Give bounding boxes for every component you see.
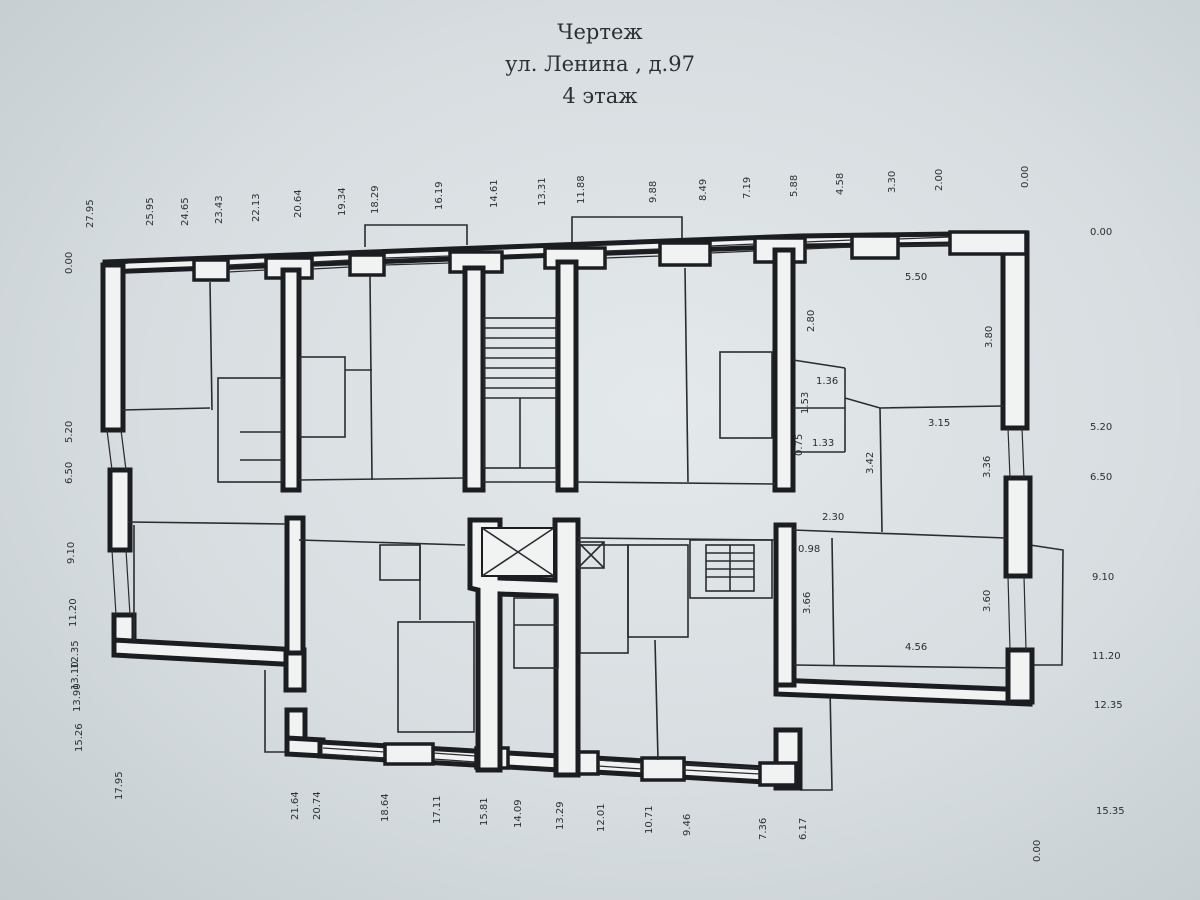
room-dim: 3.80 [984,326,995,348]
dim-top: 5.88 [789,175,800,197]
dim-top: 3.30 [887,171,898,193]
drawing-title: Чертеж [557,20,643,44]
dim-right: 6.50 [1090,472,1112,483]
balcony-outlines [264,216,1064,791]
dim-top: 13.31 [537,177,548,206]
dim-bottom: 0.00 [1032,840,1043,862]
dim-top: 27.95 [85,199,96,228]
right-dimensions: 0.00 5.20 6.50 9.10 11.20 12.35 15.35 [1090,227,1125,817]
dim-top: 8.49 [698,179,709,201]
dim-top: 7.19 [742,177,753,199]
dim-bottom: 7.36 [758,818,769,840]
room-dim: 2.30 [822,512,844,523]
dim-top: 14.61 [489,179,500,208]
dim-bottom: 21.64 [290,791,301,820]
dim-bottom: 12.01 [596,803,607,832]
dim-left: 12.35 [70,640,81,669]
dim-bottom: 14.09 [513,799,524,828]
room-dim: 1.33 [812,438,834,449]
partitions [121,267,1009,761]
dim-right: 9.10 [1092,572,1114,583]
room-dimensions: 5.50 2.80 3.80 1.36 1.53 1.33 0.75 3.15 … [794,272,995,653]
room-dim: 5.50 [905,272,927,283]
window-glazing [106,236,1027,775]
dim-left: 13.90 [72,683,83,712]
room-dim: 0.98 [798,544,820,555]
dim-top: 9.88 [648,181,659,203]
dim-top: 4.58 [835,173,846,195]
dim-top: 11.88 [576,175,587,204]
room-dim: 3.60 [982,590,993,612]
dim-top: 18.29 [370,185,381,214]
room-dim: 4.56 [905,642,927,653]
dim-bottom: 17.11 [432,795,443,824]
room-dim: 2.80 [806,310,817,332]
drawing-address: ул. Ленина , д.97 [505,52,695,76]
dim-right: 0.00 [1090,227,1112,238]
room-dim: 1.53 [800,392,811,414]
dim-bottom: 20.74 [312,791,323,820]
main-staircase [483,317,557,469]
dim-top: 24.65 [180,197,191,226]
dim-bottom: 13.29 [555,801,566,830]
dim-left: 15.26 [74,723,85,752]
dim-right: 11.20 [1092,651,1121,662]
dim-bottom: 15.81 [479,797,490,826]
drawing-floor: 4 этаж [562,84,638,108]
dim-left: 6.50 [64,462,75,484]
dim-bottom: 6.17 [798,818,809,840]
secondary-staircase [577,541,755,592]
dim-left: 5.20 [64,421,75,443]
top-dimensions: 27.95 25.95 24.65 23.43 22.13 20.64 19.3… [85,166,1031,228]
window-piers [192,230,1028,787]
dim-right: 12.35 [1094,700,1123,711]
room-dim: 3.42 [865,452,876,474]
dim-left: 11.20 [68,598,79,627]
room-dim: 3.66 [802,592,813,614]
dim-top: 19.34 [337,187,348,216]
exterior-walls [100,230,1035,791]
dim-left: 17.95 [114,771,125,800]
dim-bottom: 9.46 [682,814,693,836]
dim-right: 15.35 [1096,806,1125,817]
dim-top: 20.64 [293,189,304,218]
bottom-dimensions: 21.64 20.74 18.64 17.11 15.81 14.09 13.2… [290,791,1043,862]
dim-left: 0.00 [64,252,75,274]
dim-left: 13.10 [70,661,81,690]
dim-bottom: 18.64 [380,793,391,822]
room-dim: 0.75 [794,434,805,456]
dim-top: 23.43 [214,195,225,224]
left-dimensions: 0.00 5.20 6.50 9.10 11.20 12.35 13.10 13… [64,252,125,800]
dim-right: 5.20 [1090,422,1112,433]
dim-top: 25.95 [145,197,156,226]
room-dim: 3.36 [982,456,993,478]
room-dim: 1.36 [816,376,838,387]
dim-left: 9.10 [66,542,77,564]
dim-top: 22.13 [251,193,262,222]
dim-top: 2.00 [934,169,945,191]
dim-bottom: 10.71 [644,805,655,834]
dim-top: 0.00 [1020,166,1031,188]
interior-walls [280,247,797,778]
room-dim: 3.15 [928,418,950,429]
dim-top: 16.19 [434,181,445,210]
